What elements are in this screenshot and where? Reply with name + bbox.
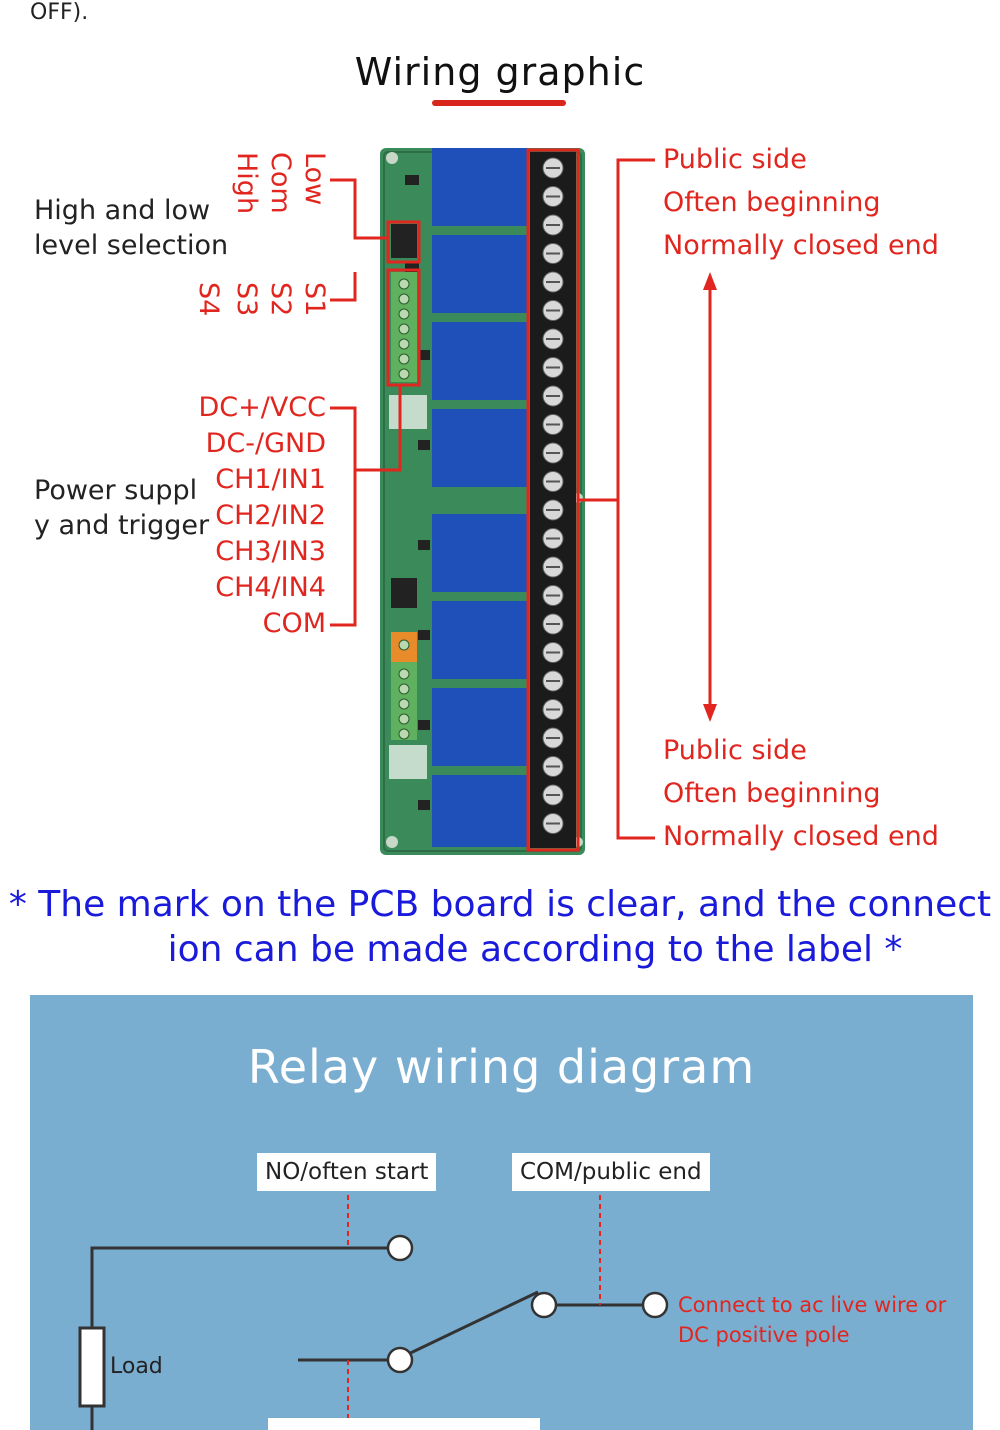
relay-diagram-title: Relay wiring diagram	[247, 1040, 756, 1094]
switch-label-s3: S3	[231, 282, 262, 317]
pcb-note-line2: ion can be made according to the label *	[167, 929, 903, 970]
pin-label-ch2: CH2/IN2	[215, 500, 326, 531]
jumper-label-com: Com	[265, 152, 296, 214]
relay	[432, 322, 527, 400]
pin-label-ch3: CH3/IN3	[215, 536, 326, 567]
connect-note-line1: Connect to ac live wire or	[678, 1293, 947, 1317]
load-wire	[90, 1246, 388, 1430]
section-title: Wiring graphic	[354, 50, 646, 94]
top-text-fragment: OFF).	[30, 0, 89, 25]
relay-wiring-panel	[30, 995, 973, 1430]
relay	[432, 514, 527, 592]
pcb-note: * The mark on the PCB board is clear, an…	[0, 882, 1000, 972]
jumper-label-low: Low	[299, 152, 330, 206]
often-beginning-label: Often beginning	[663, 187, 881, 218]
no-contact	[386, 1234, 414, 1262]
public-side-label: Public side	[663, 735, 807, 766]
level-selection-line1: High and low	[34, 195, 211, 226]
relay	[432, 688, 527, 766]
relays	[432, 148, 527, 847]
com-tag: COM/public end	[512, 1153, 710, 1191]
switch-label-s4: S4	[193, 282, 224, 317]
power-terminal	[641, 1291, 669, 1319]
mount-hole	[386, 836, 398, 848]
right-labels-bottom: Public side Often beginning Normally clo…	[663, 729, 939, 858]
connect-note: Connect to ac live wire or DC positive p…	[678, 1290, 946, 1350]
often-beginning-label: Often beginning	[663, 778, 881, 809]
bottom-tag	[268, 1418, 540, 1430]
normally-closed-label: Normally closed end	[663, 230, 939, 261]
connect-note-line2: DC positive pole	[678, 1323, 850, 1347]
switch-label-s1: S1	[299, 282, 330, 317]
com-contact	[530, 1291, 558, 1319]
pcb-note-line1: * The mark on the PCB board is clear, an…	[8, 884, 992, 925]
jumper-header	[391, 578, 417, 608]
power-trigger-line2: y and trigger	[34, 510, 210, 541]
pin-label-ch1: CH1/IN1	[215, 464, 326, 495]
nc-contact	[386, 1346, 414, 1374]
highlight-jumper	[386, 220, 421, 264]
relay	[432, 148, 527, 226]
power-trigger-line1: Power suppl	[34, 475, 198, 506]
load-resistor	[78, 1326, 106, 1408]
public-side-label: Public side	[663, 144, 807, 175]
jumper-header	[391, 224, 417, 258]
power-trigger-label: Power suppl y and trigger	[34, 473, 209, 543]
relay	[432, 409, 527, 487]
pin-label-dc-minus: DC-/GND	[205, 428, 326, 459]
switch-arm	[399, 1290, 539, 1360]
pin-label-com: COM	[262, 608, 326, 639]
mount-hole	[386, 152, 398, 164]
normally-closed-label: Normally closed end	[663, 821, 939, 852]
no-tag: NO/often start	[257, 1153, 437, 1191]
level-selection-line2: level selection	[34, 230, 229, 261]
relay	[432, 235, 527, 313]
title-underline	[432, 100, 566, 106]
switch-label-s2: S2	[265, 282, 296, 317]
level-selection-label: High and low level selection	[34, 193, 228, 263]
load-label: Load	[110, 1354, 163, 1379]
terminal-screws	[542, 157, 564, 834]
highlight-input-terminal	[386, 268, 421, 387]
jumper-label-high: High	[231, 152, 262, 215]
pin-labels: DC+/VCC DC-/GND CH1/IN1 CH2/IN2 CH3/IN3 …	[198, 390, 326, 642]
pin-label-dc-plus: DC+/VCC	[198, 392, 326, 423]
relay	[432, 601, 527, 679]
right-labels-top: Public side Often beginning Normally clo…	[663, 138, 939, 267]
relay	[432, 775, 527, 847]
pin-label-ch4: CH4/IN4	[215, 572, 326, 603]
